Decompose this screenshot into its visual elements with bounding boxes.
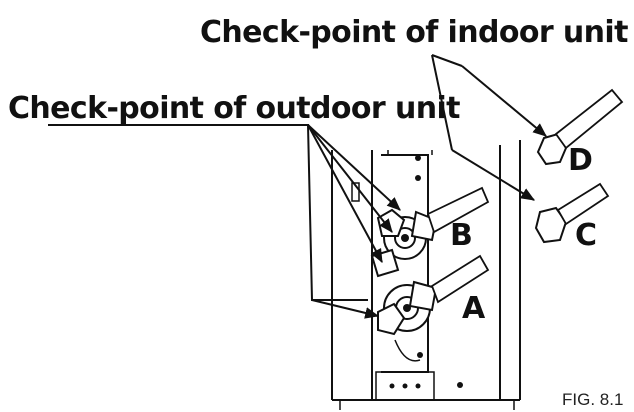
outdoor-leader-lines xyxy=(48,124,401,319)
label-c: C xyxy=(575,218,597,253)
indoor-leader-lines xyxy=(431,54,547,201)
label-d: D xyxy=(568,143,593,178)
indoor-pipe-d xyxy=(536,88,624,166)
label-a: A xyxy=(462,291,486,326)
figure-number: FIG. 8.1 xyxy=(562,390,623,409)
outdoor-heading: Check-point of outdoor unit xyxy=(8,91,460,126)
service-valve-a xyxy=(370,248,490,336)
outdoor-unit xyxy=(331,140,521,410)
indoor-pipe-c xyxy=(534,182,610,244)
service-valve-b xyxy=(376,186,490,260)
label-b: B xyxy=(450,218,473,253)
indoor-heading: Check-point of indoor unit xyxy=(200,15,628,50)
